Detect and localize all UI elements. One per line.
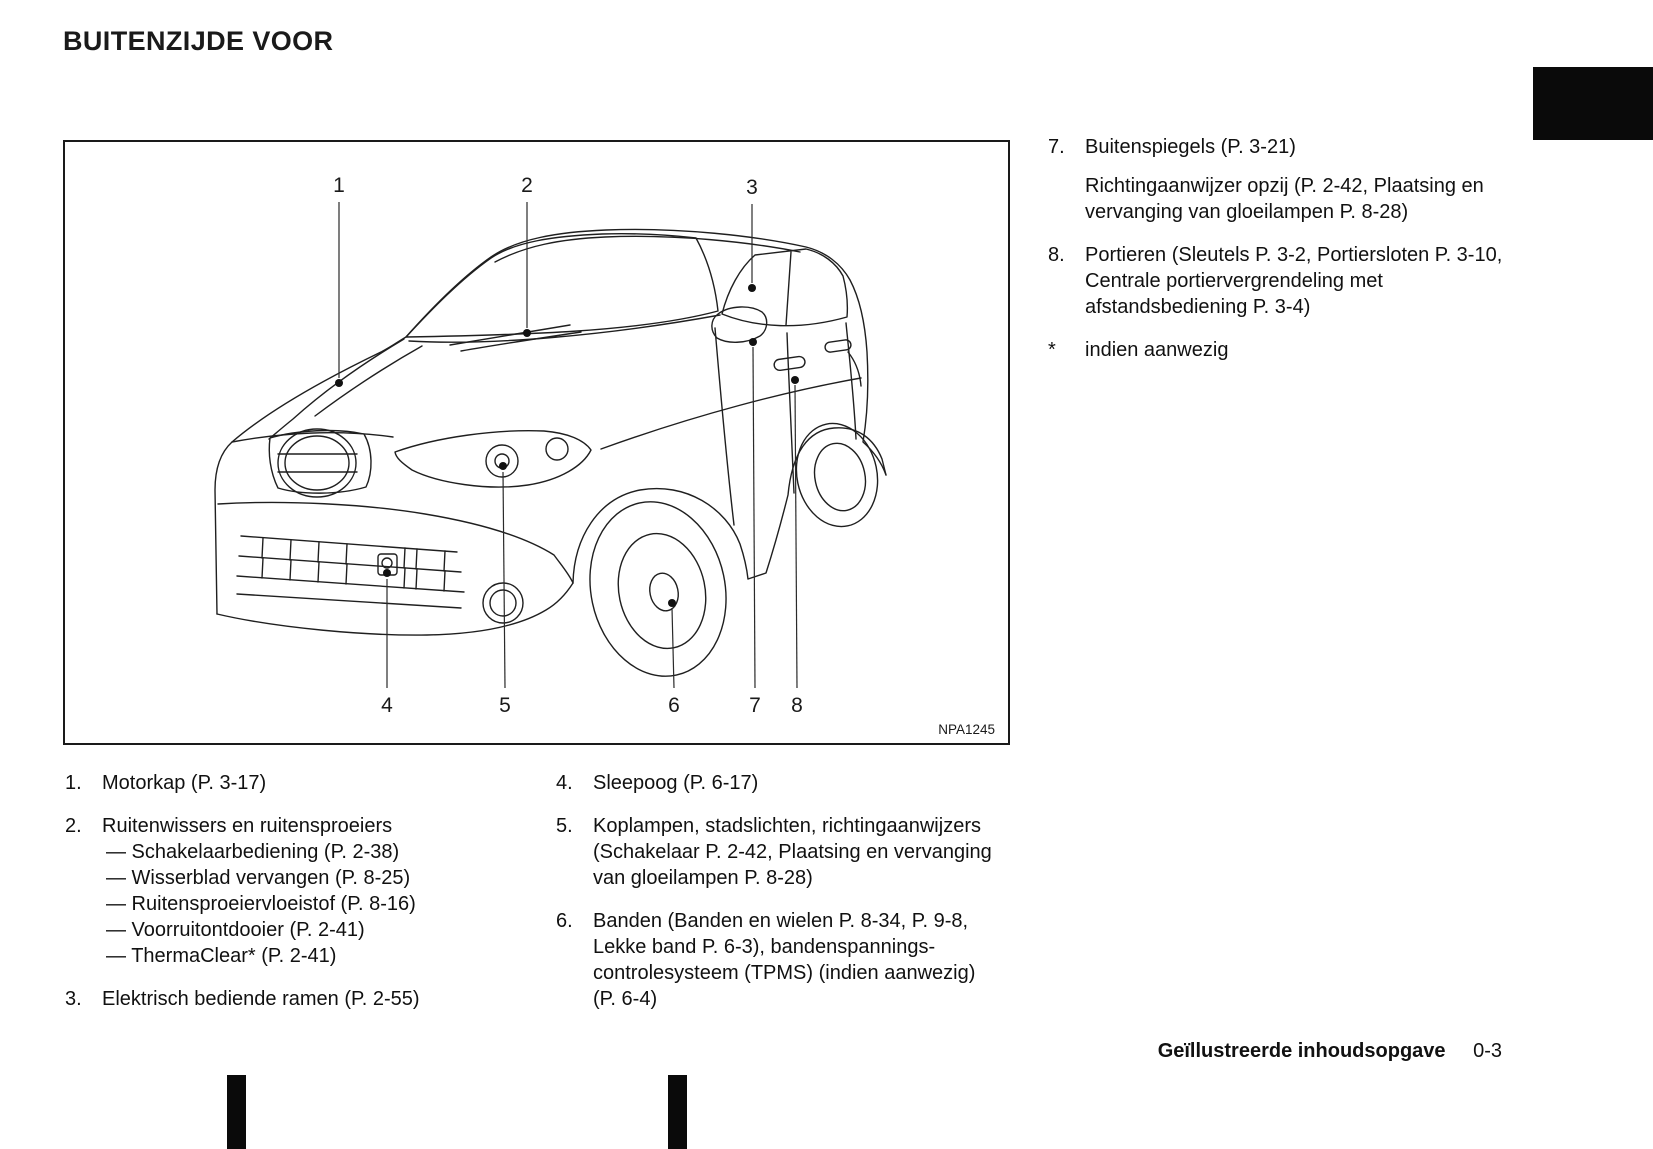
callout-number-2: 2 — [521, 174, 533, 197]
front-door-handle — [773, 355, 806, 372]
print-registration-mark — [227, 1075, 246, 1149]
legend-item-asterisk: * indien aanwezig — [1048, 337, 1506, 363]
page-footer: Geïllustreerde inhoudsopgave 0-3 — [1158, 1040, 1502, 1063]
page-title: BUITENZIJDE VOOR — [63, 26, 334, 56]
cowl-line — [408, 314, 721, 343]
footer-page-number: 0-3 — [1473, 1040, 1502, 1062]
legend-item-subtext: Richtingaanwijzer opzij (P. 2-42, Plaats… — [1085, 175, 1484, 223]
car-illustration: 1 2 3 4 5 6 7 8 NPA1245 — [214, 174, 995, 737]
legend-item-text: Elektrisch bediende ramen (P. 2-55) — [102, 988, 420, 1010]
car-diagram-frame: 1 2 3 4 5 6 7 8 NPA1245 — [63, 140, 1010, 745]
legend-item-number: 2. — [65, 815, 82, 837]
rear-lamp — [847, 351, 862, 387]
callout-number-8: 8 — [791, 694, 803, 717]
rear-door-handle — [824, 339, 852, 353]
b-pillar — [785, 251, 792, 326]
grille-badge — [268, 428, 372, 498]
legend-item-number: 6. — [556, 910, 573, 932]
fog-lamp — [482, 582, 524, 624]
legend-item-number: 8. — [1048, 244, 1065, 266]
legend-item-number: 4. — [556, 772, 573, 794]
legend-subitem: — Voorruitontdooier (P. 2-41) — [106, 919, 365, 941]
legend-item-7: 7. Buitenspiegels (P. 3-21) Richtingaanw… — [1048, 134, 1506, 225]
callout-dots — [335, 284, 799, 607]
legend-item-text: Ruitenwissers en ruitensproeiers — [102, 815, 393, 837]
legend-item-text: Buitenspiegels (P. 3-21) — [1085, 136, 1296, 158]
legend-item-text: Sleepoog (P. 6-17) — [593, 772, 759, 794]
windshield — [405, 233, 719, 338]
callout-number-3: 3 — [746, 176, 758, 199]
rear-wheel — [795, 422, 879, 528]
side-mirror — [711, 306, 768, 343]
side-windows — [721, 248, 849, 327]
legend-item-1: 1. Motorkap (P. 3-17) — [65, 770, 503, 796]
windshield-wipers — [449, 324, 582, 352]
legend-item-text: Banden (Banden en wielen P. 8-34, P. 9-8… — [593, 910, 976, 1010]
callout-leader-lines — [338, 202, 798, 689]
roof-line — [494, 235, 801, 263]
legend-subitem: — Schakelaarbediening (P. 2-38) — [106, 841, 400, 863]
legend-item-text: Portieren (Sleutels P. 3-2, Portierslote… — [1085, 244, 1503, 318]
legend-item-4: 4. Sleepoog (P. 6-17) — [556, 770, 998, 796]
legend-subitem: — Wisserblad vervangen (P. 8-25) — [106, 867, 411, 889]
legend-item-number: 5. — [556, 815, 573, 837]
front-wheel — [589, 501, 727, 677]
car-body-outline — [214, 228, 887, 615]
shoulder-crease — [600, 377, 862, 450]
hood-front-edge — [231, 431, 394, 443]
legend-item-text: Motorkap (P. 3-17) — [102, 772, 267, 794]
legend-item-3: 3. Elektrisch bediende ramen (P. 2-55) — [65, 986, 503, 1012]
callout-number-5: 5 — [499, 694, 511, 717]
headlight — [394, 430, 592, 488]
legend-left-column: 1. Motorkap (P. 3-17) 2. Ruitenwissers e… — [65, 770, 503, 1029]
callout-number-1: 1 — [333, 174, 345, 197]
legend-item-number: * — [1048, 339, 1056, 361]
door-gap-lines — [714, 322, 857, 526]
legend-right-column: 7. Buitenspiegels (P. 3-21) Richtingaanw… — [1048, 134, 1506, 380]
legend-subitem: — Ruitensproeiervloeistof (P. 8-16) — [106, 893, 416, 915]
callout-number-6: 6 — [668, 694, 680, 717]
footer-section-title: Geïllustreerde inhoudsopgave — [1157, 1040, 1446, 1062]
legend-middle-column: 4. Sleepoog (P. 6-17) 5. Koplampen, stad… — [556, 770, 998, 1029]
hood-crease — [314, 345, 423, 417]
front-bumper — [217, 501, 574, 609]
legend-item-8: 8. Portieren (Sleutels P. 3-2, Portiersl… — [1048, 242, 1506, 320]
legend-item-text: Koplampen, stadslichten, richtingaanwijz… — [593, 815, 992, 889]
callout-number-4: 4 — [381, 694, 393, 717]
legend-item-5: 5. Koplampen, stadslichten, richtingaanw… — [556, 813, 998, 891]
legend-subitem: — ThermaClear* (P. 2-41) — [106, 945, 337, 967]
legend-item-number: 3. — [65, 988, 82, 1010]
legend-item-number: 1. — [65, 772, 82, 794]
legend-item-2: 2. Ruitenwissers en ruitensproeiers — Sc… — [65, 813, 503, 969]
hood-gap-line — [268, 338, 405, 440]
image-code: NPA1245 — [938, 722, 995, 737]
callout-number-7: 7 — [749, 694, 761, 717]
legend-item-6: 6. Banden (Banden en wielen P. 8-34, P. … — [556, 908, 998, 1012]
chapter-tab-marker — [1533, 67, 1653, 140]
print-registration-mark — [668, 1075, 687, 1149]
legend-item-number: 7. — [1048, 136, 1065, 158]
legend-item-text: indien aanwezig — [1085, 339, 1229, 361]
